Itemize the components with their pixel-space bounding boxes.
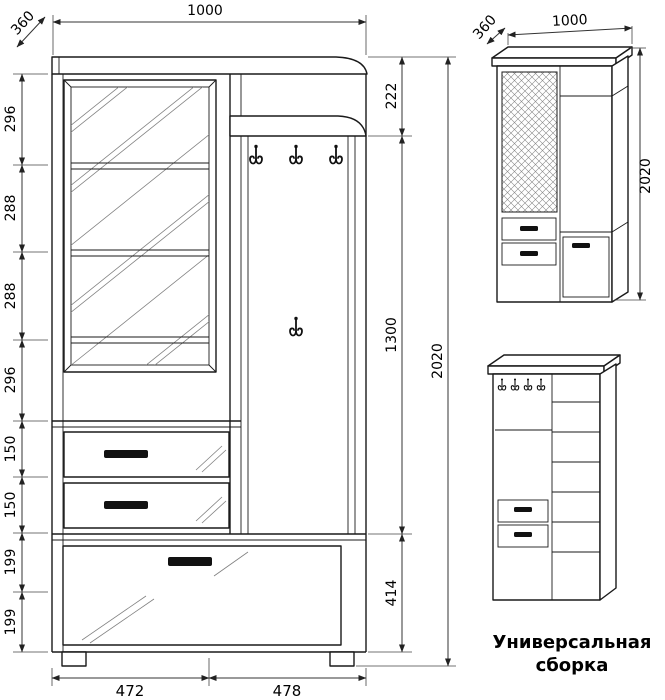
iso-view-bottom	[487, 354, 621, 601]
mirror-panel	[63, 79, 217, 373]
dimension-annotations: 1000 360 296 288 288 296 150 150 199 199	[3, 3, 456, 700]
dim-left-chain-6: 199	[3, 549, 19, 576]
dim-right-bottom: 414	[384, 580, 400, 607]
iso-cabinet-door	[562, 236, 610, 298]
dim-overall-height: 2020	[430, 343, 446, 379]
iso-view-top: 1000 360 2020	[470, 12, 654, 303]
drawer-top-handle	[104, 450, 148, 458]
hook-shelf	[229, 115, 367, 137]
coat-hook-icon	[289, 144, 303, 165]
dim-left-chain-2: 288	[3, 283, 19, 310]
iso-dim-height: 2020	[638, 158, 654, 194]
front-view	[51, 56, 368, 667]
dim-left-chain-4: 150	[3, 436, 19, 463]
dim-left-chain-3: 296	[3, 367, 19, 394]
dim-depth-top: 360	[8, 8, 38, 38]
iso-dim-width: 1000	[552, 12, 588, 30]
caption-line1: Универсальная	[493, 632, 652, 653]
dim-width-top: 1000	[187, 3, 223, 19]
dim-right-top: 222	[384, 83, 400, 110]
left-foot	[61, 651, 87, 667]
door-handle	[168, 557, 212, 566]
coat-hook-icon	[329, 144, 343, 165]
right-foot	[329, 651, 355, 667]
iso-mirror	[501, 71, 558, 213]
dim-bottom-left: 472	[116, 682, 145, 700]
canopy-shelf	[51, 56, 368, 75]
dim-left-chain-1: 288	[3, 195, 19, 222]
caption-line2: сборка	[536, 655, 609, 676]
dim-left-chain-7: 199	[3, 609, 19, 636]
dim-left-chain-5: 150	[3, 492, 19, 519]
drawer-bottom-handle	[104, 501, 148, 509]
coat-hook-icon	[289, 316, 303, 337]
bottom-cabinet	[52, 533, 366, 667]
dim-left-chain-0: 296	[3, 106, 19, 133]
dim-right-middle: 1300	[384, 317, 400, 353]
iso-dim-depth: 360	[470, 12, 500, 43]
dim-bottom-right: 478	[273, 682, 302, 700]
coat-hook-panel	[247, 136, 349, 534]
drawer-unit	[52, 420, 241, 529]
coat-hook-icon	[249, 144, 263, 165]
